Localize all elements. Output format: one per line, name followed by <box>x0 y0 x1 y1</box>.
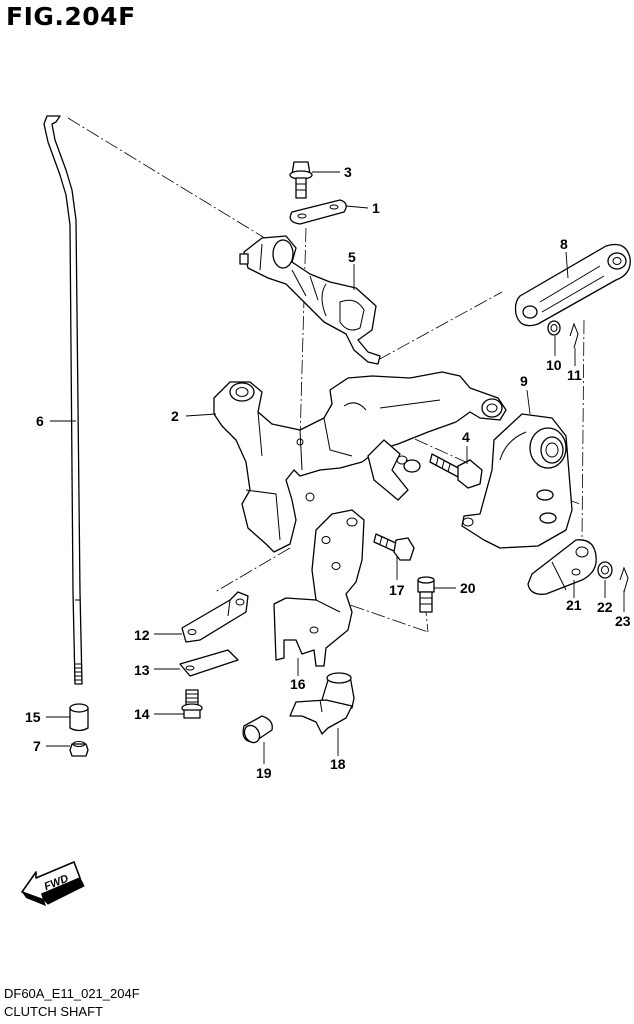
callout-13: 13 <box>134 662 150 678</box>
callout-23: 23 <box>615 613 631 629</box>
part-15-collar <box>69 703 89 732</box>
leader-lines <box>46 171 625 764</box>
part-9-bracket <box>461 413 573 549</box>
part-23-pin <box>619 566 629 593</box>
callout-1: 1 <box>372 200 380 216</box>
callout-20: 20 <box>460 580 476 596</box>
callout-21: 21 <box>566 597 582 613</box>
callout-6: 6 <box>36 413 44 429</box>
part-19-collar <box>242 715 273 744</box>
part-7-nut <box>69 741 89 757</box>
callout-9: 9 <box>520 373 528 389</box>
callout-numbers: 3 1 5 8 2 6 4 9 10 11 21 22 23 17 20 12 … <box>25 164 631 781</box>
part-22-washer <box>597 561 613 579</box>
rod-thread <box>74 663 82 681</box>
callout-19: 19 <box>256 765 272 781</box>
callout-2: 2 <box>171 408 179 424</box>
part-18-holder <box>289 672 355 735</box>
part-1-plate <box>289 199 347 225</box>
figure-title: FIG.204F <box>6 2 136 31</box>
part-17-bolt <box>373 533 415 561</box>
callout-4: 4 <box>462 429 470 445</box>
part-4-bolt <box>429 453 483 489</box>
part-8-link <box>514 243 631 327</box>
callout-15: 15 <box>25 709 41 725</box>
part-6-clutch-rod <box>43 115 83 685</box>
part-10-washer <box>547 320 561 336</box>
part-13-plate <box>179 649 239 677</box>
fwd-direction-arrow-icon: FWD <box>21 861 85 906</box>
callout-17: 17 <box>389 582 405 598</box>
callout-5: 5 <box>348 249 356 265</box>
figure-subtitle: CLUTCH SHAFT <box>4 1004 103 1019</box>
part-16-bracket <box>273 509 365 667</box>
assembly-guide-lines <box>67 117 585 633</box>
callout-3: 3 <box>344 164 352 180</box>
part-12-plate <box>181 591 249 643</box>
callout-8: 8 <box>560 236 568 252</box>
part-14-bolt <box>181 689 203 719</box>
part-2-lever-bracket <box>213 371 507 553</box>
callout-14: 14 <box>134 706 150 722</box>
callout-11: 11 <box>567 367 582 383</box>
callout-7: 7 <box>33 738 41 754</box>
part-3-bolt <box>289 161 313 199</box>
callout-16: 16 <box>290 676 306 692</box>
part-5-shift-shaft <box>239 235 381 365</box>
part-11-pin <box>569 322 579 349</box>
callout-22: 22 <box>597 599 613 615</box>
part-20-bolt <box>417 576 435 613</box>
callout-18: 18 <box>330 756 346 772</box>
callout-12: 12 <box>134 627 150 643</box>
drawing-code: DF60A_E11_021_204F <box>4 986 140 1001</box>
callout-10: 10 <box>546 357 562 373</box>
part-21-lever <box>527 539 597 595</box>
